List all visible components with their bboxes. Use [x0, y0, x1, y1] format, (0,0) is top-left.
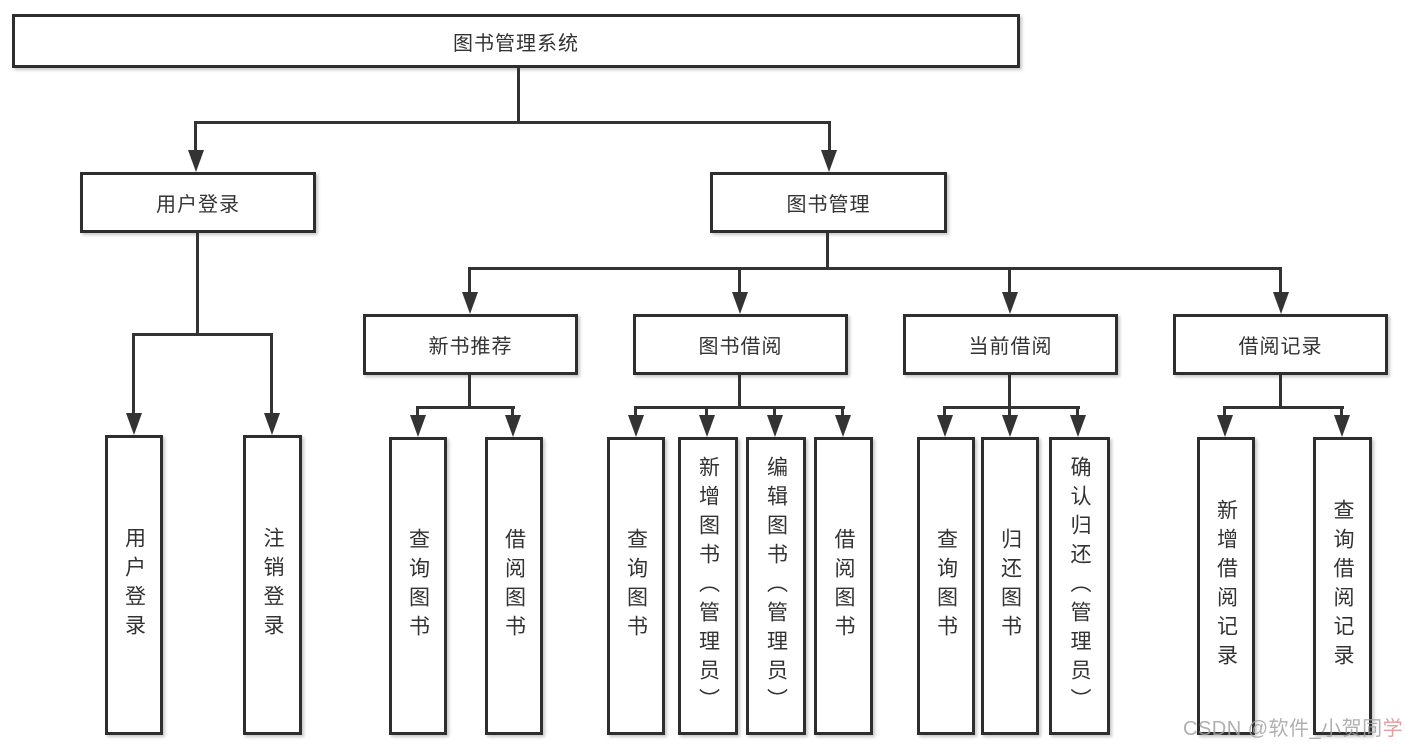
leaf-borrow-books-recommend: 借阅图书: [485, 437, 543, 735]
leaf-add-books-admin: 新增图书（管理员）: [678, 437, 738, 735]
connector-line: [1223, 406, 1344, 409]
node-label: 用户登录: [156, 194, 240, 216]
connector-arrow-down-icon: [732, 292, 748, 314]
leaf-query-books-recommend: 查询图书: [389, 437, 447, 735]
node-book-borrowing: 图书借阅: [633, 314, 848, 375]
connector-arrow-down-icon: [835, 415, 851, 437]
node-label: 借阅图书: [502, 528, 526, 644]
connector-arrow-down-icon: [126, 413, 142, 435]
node-label: 注销登录: [261, 527, 284, 643]
connector-line: [270, 333, 273, 415]
connector-line: [468, 267, 1282, 270]
node-current-borrowing: 当前借阅: [903, 314, 1118, 375]
connector-arrow-down-icon: [1273, 292, 1289, 314]
connector-arrow-down-icon: [699, 415, 715, 437]
connector-line: [196, 233, 199, 336]
connector-line: [468, 375, 471, 409]
leaf-query-books-borrowing: 查询图书: [607, 437, 665, 735]
node-label: 新增借阅记录: [1214, 499, 1238, 673]
connector-line: [634, 406, 637, 418]
node-label: 查询图书: [934, 528, 958, 644]
node-label: 查询图书: [624, 528, 648, 644]
connector-line: [468, 267, 471, 295]
node-library-management-system: 图书管理系统: [12, 14, 1020, 68]
connector-line: [1223, 406, 1226, 418]
connector-line: [132, 333, 273, 336]
connector-line: [738, 267, 741, 295]
connector-arrow-down-icon: [1002, 292, 1018, 314]
watermark-text: CSDN @软件_小贺同: [1183, 718, 1383, 740]
connector-line: [943, 406, 946, 418]
connector-line: [517, 68, 520, 124]
node-borrowing-records: 借阅记录: [1173, 314, 1388, 375]
connector-line: [1008, 375, 1011, 409]
connector-line: [841, 406, 844, 418]
connector-arrow-down-icon: [505, 415, 521, 437]
connector-arrow-down-icon: [821, 150, 837, 172]
node-label: 查询借阅记录: [1331, 499, 1354, 673]
connector-arrow-down-icon: [410, 415, 426, 437]
node-label: 图书管理系统: [453, 32, 579, 55]
leaf-logout: 注销登录: [243, 435, 302, 735]
node-label: 图书管理: [786, 194, 871, 216]
connector-line: [826, 233, 829, 270]
connector-arrow-down-icon: [188, 150, 204, 172]
leaf-query-books-current: 查询图书: [917, 437, 975, 735]
connector-line: [1279, 375, 1282, 409]
node-label: 编辑图书（管理员）: [764, 455, 788, 717]
connector-arrow-down-icon: [462, 292, 478, 314]
connector-line: [416, 406, 419, 418]
connector-line: [1340, 406, 1343, 418]
connector-arrow-down-icon: [937, 415, 953, 437]
node-book-management: 图书管理: [710, 172, 947, 233]
connector-line: [1279, 267, 1282, 295]
connector-arrow-down-icon: [628, 415, 644, 437]
connector-line: [132, 333, 135, 415]
connector-line: [943, 406, 1080, 409]
connector-line: [416, 406, 515, 409]
node-label: 借阅图书: [832, 528, 855, 644]
csdn-watermark: CSDN @软件_小贺同学: [1183, 712, 1403, 741]
connector-line: [1008, 406, 1011, 418]
leaf-user-login: 用户登录: [105, 435, 163, 735]
node-label: 查询图书: [406, 528, 430, 644]
connector-line: [634, 406, 845, 409]
node-label: 归还图书: [998, 528, 1022, 644]
connector-arrow-down-icon: [1217, 415, 1233, 437]
connector-line: [1076, 406, 1079, 418]
leaf-confirm-return-admin: 确认归还（管理员）: [1049, 437, 1110, 735]
connector-line: [773, 406, 776, 418]
node-label: 图书借阅: [698, 336, 783, 358]
node-label: 确认归还（管理员）: [1068, 455, 1091, 717]
connector-line: [511, 406, 514, 418]
node-user-login: 用户登录: [80, 172, 316, 233]
connector-line: [194, 121, 197, 153]
connector-arrow-down-icon: [1334, 415, 1350, 437]
connector-arrow-down-icon: [1070, 415, 1086, 437]
connector-line: [194, 121, 831, 124]
leaf-borrow-books: 借阅图书: [814, 437, 873, 735]
connector-arrow-down-icon: [767, 415, 783, 437]
connector-line: [738, 375, 741, 409]
watermark-accent-text: 学: [1382, 718, 1404, 740]
connector-arrow-down-icon: [1002, 415, 1018, 437]
node-label: 借阅记录: [1238, 336, 1323, 358]
leaf-add-borrow-record: 新增借阅记录: [1197, 437, 1255, 735]
node-label: 当前借阅: [968, 336, 1053, 358]
connector-arrow-down-icon: [264, 413, 280, 435]
connector-line: [828, 121, 831, 153]
leaf-return-books: 归还图书: [981, 437, 1039, 735]
node-label: 新书推荐: [428, 336, 513, 358]
node-new-book-recommend: 新书推荐: [363, 314, 578, 375]
node-label: 用户登录: [122, 527, 146, 643]
leaf-edit-books-admin: 编辑图书（管理员）: [746, 437, 806, 735]
connector-line: [1008, 267, 1011, 295]
node-label: 新增图书（管理员）: [696, 455, 720, 717]
connector-line: [705, 406, 708, 418]
leaf-query-borrow-record: 查询借阅记录: [1313, 437, 1372, 735]
